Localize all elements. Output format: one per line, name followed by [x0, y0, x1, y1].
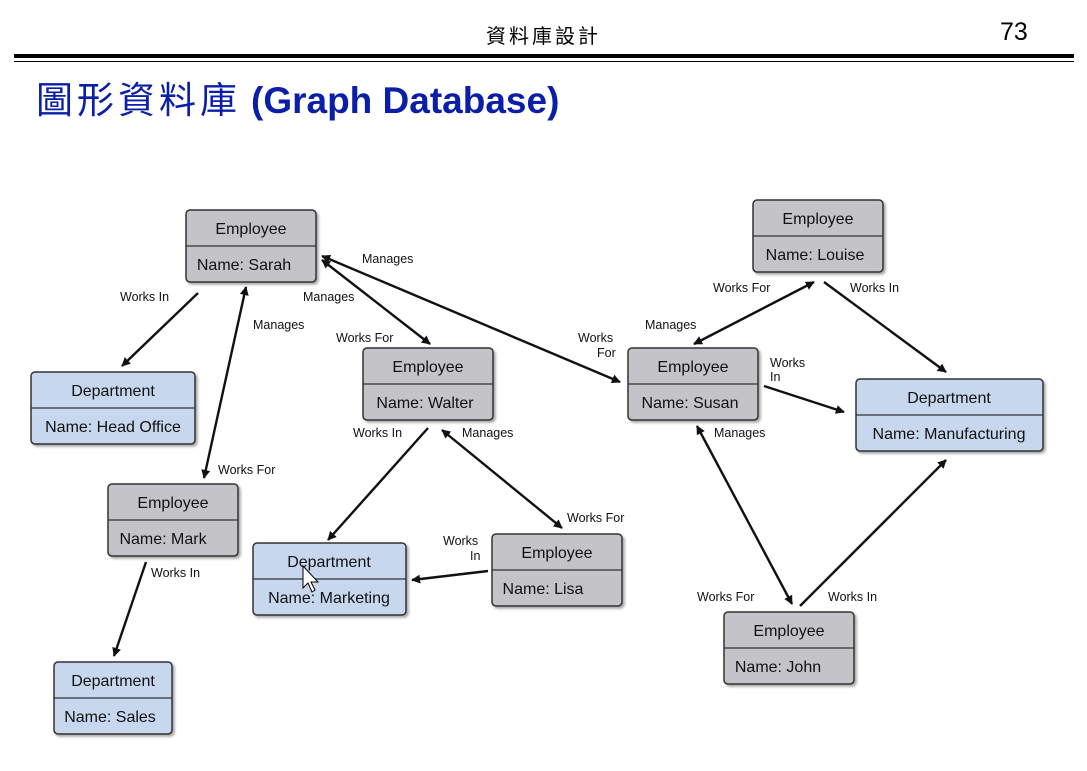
edge-label-lisa-works: Works: [443, 534, 478, 548]
header-rule-thin: [14, 61, 1074, 62]
node-head-office: [30, 371, 196, 445]
node-head-office-name: Name: Head Office: [45, 419, 181, 436]
edge-sarah-worksin-headoffice: [121, 292, 199, 367]
node-louise-name: Name: Louise: [766, 247, 865, 264]
header-title: 資料庫設計: [486, 24, 601, 48]
edge-john-worksin-manufacturing: [799, 459, 947, 607]
node-john-name: Name: John: [735, 659, 821, 676]
node-mark: [107, 483, 239, 557]
edge-sarah-mark-manages: [201, 286, 249, 479]
node-susan-name: Name: Susan: [642, 395, 739, 412]
edge-label-sarah-susan-manages: Manages: [362, 252, 413, 266]
node-louise: [752, 199, 884, 273]
node-marketing: [252, 542, 407, 616]
edge-label-john-worksin: Works In: [828, 590, 877, 604]
header-rule-thick: [14, 54, 1074, 58]
edge-label-walter-lisa-manages: Manages: [462, 426, 513, 440]
node-manufacturing-name: Name: Manufacturing: [873, 426, 1026, 443]
edge-label-susan-works: Works: [770, 356, 805, 370]
node-mark-name: Name: Mark: [119, 531, 207, 548]
edge-mark-worksin-sales: [112, 561, 148, 657]
edge-label-susan-works-for-1: Works: [578, 331, 613, 345]
edge-label-sarah-walter-manages: Manages: [303, 290, 354, 304]
edge-label-mark-worksfor: Works For: [218, 463, 275, 477]
node-walter: [362, 347, 494, 421]
mouse-cursor-icon: [302, 564, 320, 593]
node-sarah-name: Name: Sarah: [197, 257, 291, 274]
node-manufacturing-type: Department: [907, 390, 991, 407]
edge-label-lisa-worksfor: Works For: [567, 511, 624, 525]
edge-susan-john-manages: [695, 425, 794, 605]
node-manufacturing: [855, 378, 1044, 452]
edge-susan-worksin-manufacturing: [763, 384, 845, 414]
edge-walter-worksin-marketing: [327, 427, 429, 541]
node-john-type: Employee: [753, 623, 824, 640]
edge-louise-worksin-manufacturing: [823, 281, 947, 373]
edge-walter-lisa-manages: [441, 429, 563, 529]
edge-label-louise-worksfor: Works For: [713, 281, 770, 295]
node-sales-type: Department: [71, 673, 155, 690]
slide-title: 圖形資料庫(Graph Database): [36, 70, 559, 124]
node-head-office-type: Department: [71, 383, 155, 400]
slide-title-cjk: 圖形資料庫: [36, 79, 241, 122]
node-susan-type: Employee: [657, 359, 728, 376]
edge-label-sarah-worksin: Works In: [120, 290, 169, 304]
edge-lisa-worksin-marketing: [411, 569, 489, 584]
node-mark-type: Employee: [137, 495, 208, 512]
node-walter-type: Employee: [392, 359, 463, 376]
node-john: [723, 611, 855, 685]
node-marketing-type: Department: [287, 554, 371, 571]
node-susan: [627, 347, 759, 421]
edge-label-susan-works-for-2: For: [597, 346, 616, 360]
edge-label-susan-in: In: [770, 370, 780, 384]
node-sales-name: Name: Sales: [64, 709, 156, 726]
node-lisa-name: Name: Lisa: [503, 581, 584, 598]
node-sarah-type: Employee: [215, 221, 286, 238]
node-lisa: [491, 533, 623, 607]
edge-sarah-susan-manages: [321, 254, 621, 384]
node-louise-type: Employee: [782, 211, 853, 228]
edge-label-walter-worksfor: Works For: [336, 331, 393, 345]
node-sarah: [185, 209, 317, 283]
edge-label-sarah-mark-manages: Manages: [253, 318, 304, 332]
edge-label-mark-worksin: Works In: [151, 566, 200, 580]
edge-label-louise-worksin: Works In: [850, 281, 899, 295]
slide-title-latin: (Graph Database): [251, 80, 560, 121]
node-sales: [53, 661, 173, 735]
edge-label-louise-susan-manages: Manages: [645, 318, 696, 332]
node-marketing-name: Name: Marketing: [268, 590, 390, 607]
node-walter-name: Name: Walter: [376, 395, 474, 412]
edge-label-john-worksfor: Works For: [697, 590, 754, 604]
node-lisa-type: Employee: [521, 545, 592, 562]
edges: [112, 254, 947, 657]
page-number: 73: [1000, 18, 1028, 46]
edge-louise-susan-manages: [693, 280, 815, 346]
edge-label-lisa-in: In: [470, 549, 480, 563]
edge-label-susan-john-manages: Manages: [714, 426, 765, 440]
edge-label-walter-worksin: Works In: [353, 426, 402, 440]
